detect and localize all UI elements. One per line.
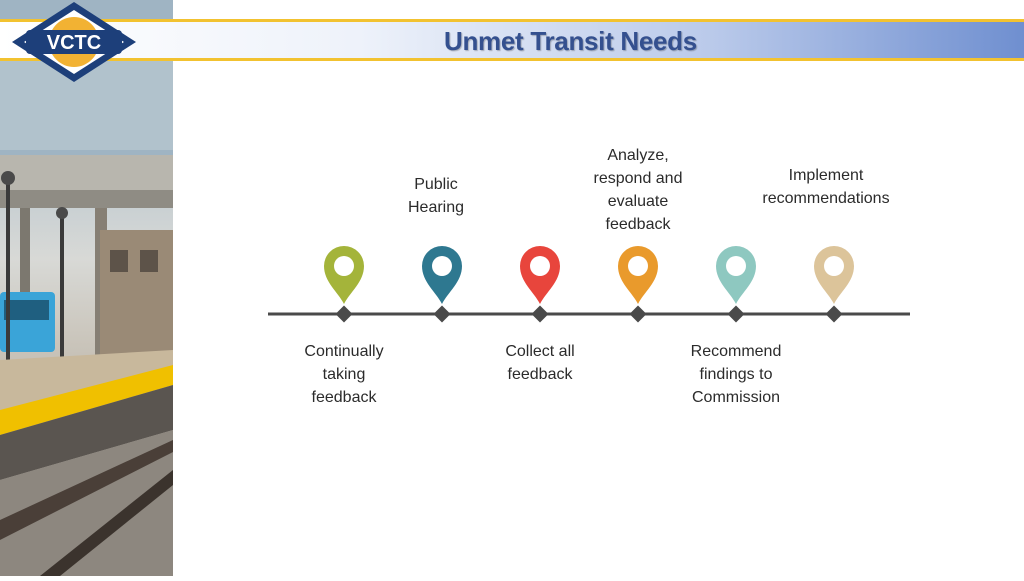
diamond-node-icon [531, 305, 549, 323]
header-band [0, 19, 1024, 61]
timeline-step-label: Continually taking feedback [304, 343, 384, 406]
diamond-node-icon [629, 305, 647, 323]
diamond-node-icon [727, 305, 745, 323]
timeline-step-label: Collect all feedback [505, 343, 575, 383]
map-pin-icon [520, 246, 560, 304]
map-pin-icon [422, 246, 462, 304]
vctc-logo: VCTC [4, 0, 144, 89]
diamond-node-icon [825, 305, 843, 323]
timeline-step-label: Recommend findings to Commission [690, 343, 782, 406]
map-pin-icon [618, 246, 658, 304]
diamond-node-icon [433, 305, 451, 323]
page-title: Unmet Transit Needs [444, 26, 697, 56]
map-pin-icon [324, 246, 364, 304]
logo-text: VCTC [47, 32, 101, 54]
timeline-step-label: Analyze, respond and evaluate feedback [593, 147, 683, 233]
timeline-step-label: Implement recommendations [762, 167, 890, 207]
diamond-node-icon [335, 305, 353, 323]
map-pin-icon [814, 246, 854, 304]
map-pin-icon [716, 246, 756, 304]
timeline-step-label: Public Hearing [407, 176, 465, 216]
